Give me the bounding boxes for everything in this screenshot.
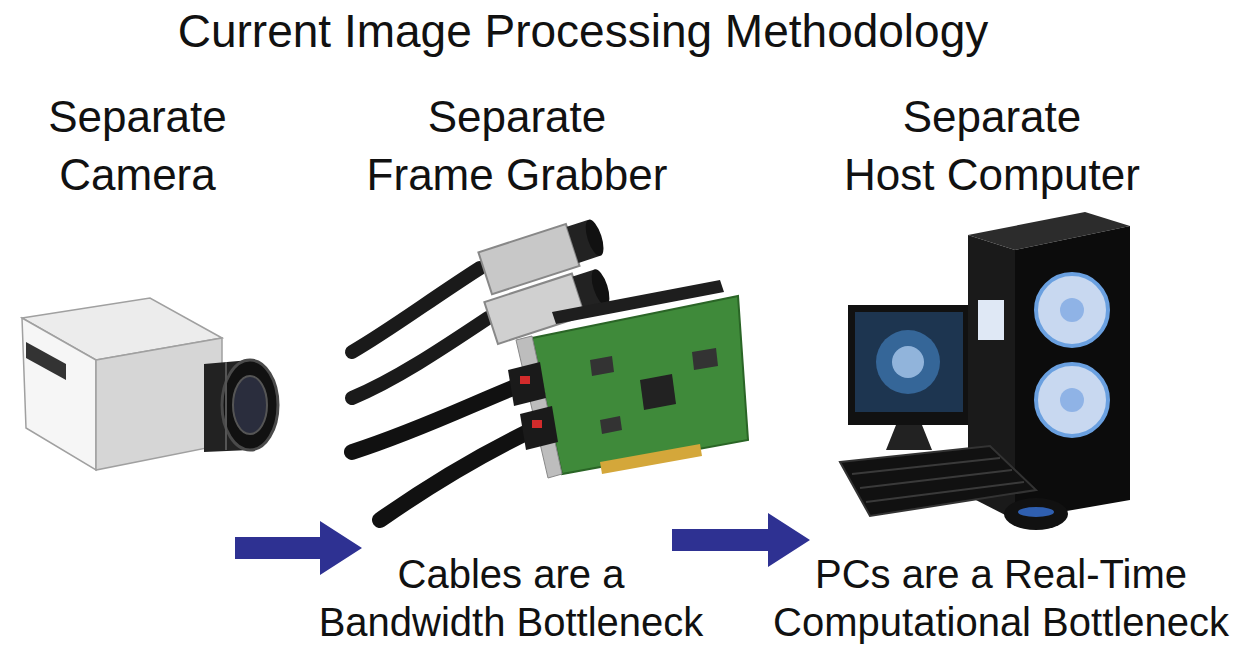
bottleneck-note: PCs are a Real-Time Computational Bottle… bbox=[770, 550, 1232, 646]
fan-hub bbox=[1060, 388, 1084, 412]
diagram-title: Current Image Processing Methodology bbox=[83, 4, 1083, 58]
component-column: Separate Frame Grabber bbox=[362, 88, 672, 608]
bottleneck-note: Cables are a Bandwidth Bottleneck bbox=[306, 550, 716, 646]
key-row bbox=[866, 482, 1024, 502]
line-spacer bbox=[810, 88, 872, 146]
line-spacer bbox=[1112, 88, 1174, 146]
computer-illustration bbox=[840, 212, 1130, 530]
side-fan bbox=[1036, 274, 1108, 346]
lens-ring bbox=[225, 362, 227, 450]
camera-front bbox=[96, 338, 222, 470]
camera-side bbox=[22, 318, 96, 470]
monitor-screen bbox=[855, 312, 963, 412]
lens-barrel bbox=[204, 360, 278, 452]
chip bbox=[692, 348, 718, 370]
monitor-stand bbox=[886, 425, 932, 450]
screen-glow bbox=[892, 346, 924, 378]
frame-grabber-illustration bbox=[352, 215, 748, 520]
edge-connector bbox=[600, 444, 702, 474]
tower-side bbox=[1015, 226, 1130, 520]
plug-tag bbox=[532, 420, 542, 428]
key-row bbox=[860, 470, 1012, 488]
lens-front bbox=[222, 360, 278, 450]
header-connector bbox=[552, 280, 724, 324]
camera-badge bbox=[26, 342, 66, 380]
mouse-stripe bbox=[1018, 507, 1054, 517]
flow-arrow bbox=[672, 513, 810, 567]
mounting-bracket bbox=[516, 336, 562, 478]
circuit-board bbox=[532, 296, 748, 474]
screen-glow bbox=[876, 330, 940, 394]
chip bbox=[590, 356, 614, 376]
cable-plug bbox=[520, 406, 558, 450]
fan-hub bbox=[1060, 298, 1084, 322]
chip bbox=[600, 416, 622, 434]
cable-plug bbox=[508, 362, 546, 406]
data-cable bbox=[380, 430, 532, 520]
camera-illustration bbox=[22, 298, 278, 470]
monitor-frame bbox=[848, 305, 970, 425]
component-heading: Separate Host Computer bbox=[810, 88, 1174, 204]
camera-cable bbox=[352, 318, 488, 398]
side-fan bbox=[1036, 364, 1108, 436]
keyboard bbox=[840, 446, 1036, 516]
front-fan bbox=[978, 300, 1004, 340]
component-heading: Separate Camera bbox=[40, 88, 235, 204]
mouse bbox=[1004, 498, 1068, 530]
key-row bbox=[852, 458, 1000, 474]
component-column: Separate Host Computer bbox=[810, 88, 1174, 608]
camera-lens-front bbox=[582, 218, 607, 258]
component-column: Separate Camera bbox=[40, 88, 235, 608]
flow-arrow bbox=[235, 521, 362, 575]
plug-tag bbox=[520, 376, 530, 384]
component-heading: Separate Frame Grabber bbox=[362, 88, 672, 204]
lens-glass bbox=[233, 376, 267, 434]
chip bbox=[640, 374, 676, 410]
